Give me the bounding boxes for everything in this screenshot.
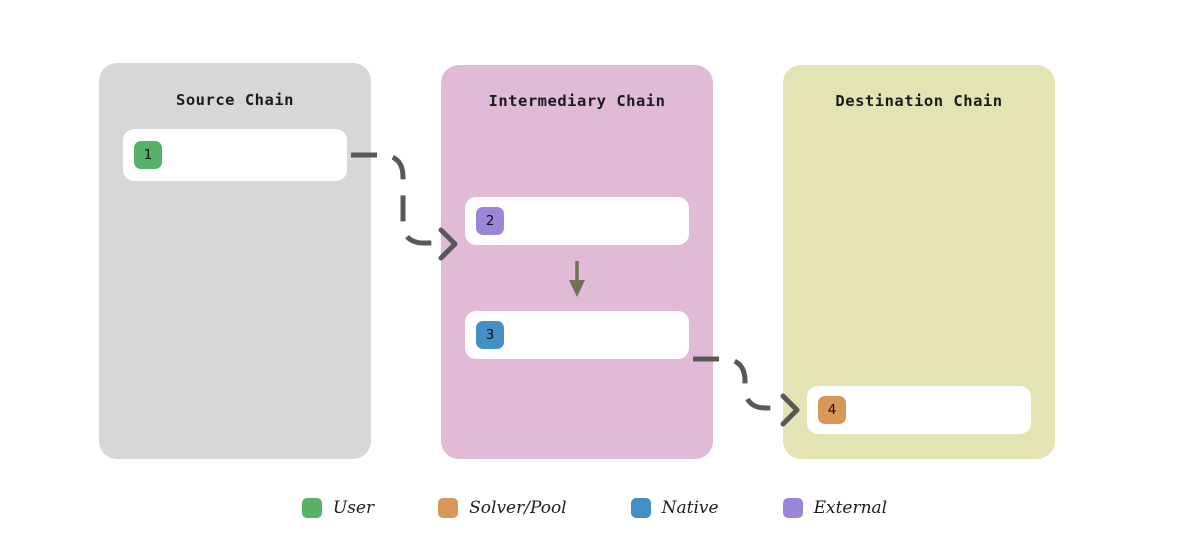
legend-item-solver-pool: Solver/Pool (438, 498, 567, 518)
step-card-1[interactable]: 1 (123, 129, 347, 181)
legend-swatch-solver-pool-icon (438, 498, 459, 518)
panel-intermediary-chain: Intermediary Chain (441, 65, 713, 459)
step-badge-3: 3 (476, 321, 504, 349)
step-card-2[interactable]: 2 (465, 197, 689, 245)
legend-label-solver-pool: Solver/Pool (469, 498, 567, 518)
legend-swatch-native-icon (630, 498, 651, 518)
panel-source-chain: Source Chain (99, 63, 371, 459)
panel-title-destination-chain: Destination Chain (835, 92, 1003, 110)
panel-title-intermediary-chain: Intermediary Chain (488, 92, 666, 110)
legend-label-external: External (813, 498, 888, 518)
panel-title-source-chain: Source Chain (176, 91, 294, 109)
legend-swatch-external-icon (782, 498, 803, 518)
step-card-3[interactable]: 3 (465, 311, 689, 359)
step-card-4[interactable]: 4 (807, 386, 1031, 434)
legend-item-external: External (782, 498, 888, 518)
legend-swatch-user-icon (301, 498, 322, 518)
legend-label-user: User (332, 498, 375, 518)
legend-item-native: Native (630, 498, 719, 518)
step-badge-1: 1 (134, 141, 162, 169)
step-badge-2: 2 (476, 207, 504, 235)
legend: User Solver/Pool Native External (0, 498, 1189, 518)
legend-label-native: Native (661, 498, 719, 518)
legend-item-user: User (301, 498, 375, 518)
step-badge-4: 4 (818, 396, 846, 424)
